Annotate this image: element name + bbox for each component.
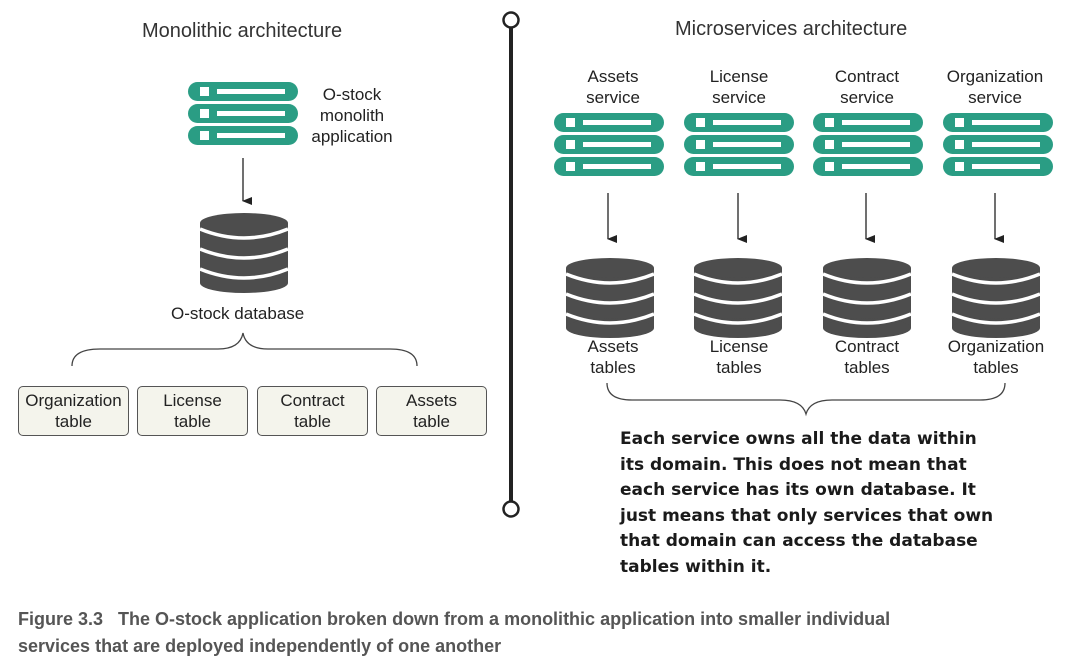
database-icon <box>198 211 290 295</box>
figure-caption: Figure 3.3 The O-stock application broke… <box>18 606 890 660</box>
server-icon <box>554 113 664 176</box>
monolith-database-label: O-stock database <box>171 304 305 323</box>
monolith-app-label-line: O-stock <box>322 85 382 104</box>
service-name: Organization <box>946 67 1044 86</box>
contract-tables-label: Contract tables <box>817 336 917 378</box>
monolith-app-label-line: monolith <box>319 106 385 125</box>
note-line: Each service owns all the data within <box>620 429 977 449</box>
tables-name: tables <box>844 358 890 377</box>
server-icon <box>684 113 794 176</box>
table-label: Assets <box>405 391 458 410</box>
microservices-title: Microservices architecture <box>675 18 908 40</box>
note-line: that domain can access the database <box>620 531 978 551</box>
table-label: Organization <box>25 391 122 410</box>
license-tables-label: License tables <box>689 336 789 378</box>
tables-name: tables <box>973 358 1019 377</box>
caption-line: services that are deployed independently… <box>18 636 502 656</box>
tables-name: License <box>709 337 769 356</box>
assets-tables-label: Assets tables <box>563 336 663 378</box>
note-line: its domain. This does not mean that <box>620 454 967 475</box>
organization-tables-label: Organization tables <box>935 336 1057 378</box>
monolith-app-label-line: application <box>311 127 393 146</box>
database-icon <box>950 256 1042 340</box>
service-name: service <box>968 88 1022 107</box>
table-label: table <box>55 412 92 431</box>
contract-table-box: Contract table <box>257 386 368 436</box>
table-label: table <box>413 412 450 431</box>
monolith-title: Monolithic architecture <box>142 20 343 42</box>
assets-service-label: Assets service <box>563 66 663 108</box>
curly-brace <box>71 332 418 367</box>
table-label: Contract <box>280 391 345 410</box>
server-icon <box>188 82 298 145</box>
organization-table-box: Organization table <box>18 386 129 436</box>
service-ownership-note: Each service owns all the data within it… <box>620 427 993 580</box>
note-line: just means that only services that own <box>620 505 994 526</box>
assets-table-box: Assets table <box>376 386 487 436</box>
curly-brace <box>606 382 1006 417</box>
tables-name: Organization <box>947 337 1045 356</box>
service-name: Contract <box>834 67 900 86</box>
divider-line <box>502 11 520 518</box>
license-service-label: License service <box>689 66 789 108</box>
service-name: service <box>712 88 766 107</box>
contract-service-label: Contract service <box>817 66 917 108</box>
monolith-app-label: O-stock monolith application <box>300 84 404 147</box>
server-icon <box>813 113 923 176</box>
service-name: service <box>840 88 894 107</box>
table-label: License <box>163 391 222 410</box>
note-line: each service has its own database. It <box>620 480 976 500</box>
database-icon <box>821 256 913 340</box>
database-icon <box>692 256 784 340</box>
license-table-box: License table <box>137 386 248 436</box>
service-name: service <box>586 88 640 107</box>
tables-name: Contract <box>834 337 900 356</box>
service-name: License <box>709 67 769 86</box>
table-label: table <box>174 412 211 431</box>
service-name: Assets <box>587 67 639 86</box>
tables-name: Assets <box>587 337 639 356</box>
tables-name: tables <box>590 358 636 377</box>
server-icon <box>943 113 1053 176</box>
tables-name: tables <box>716 358 762 377</box>
database-icon <box>564 256 656 340</box>
table-label: table <box>294 412 331 431</box>
note-line: tables within it. <box>620 556 772 577</box>
caption-line: Figure 3.3 The O-stock application broke… <box>18 609 891 629</box>
organization-service-label: Organization service <box>935 66 1055 108</box>
